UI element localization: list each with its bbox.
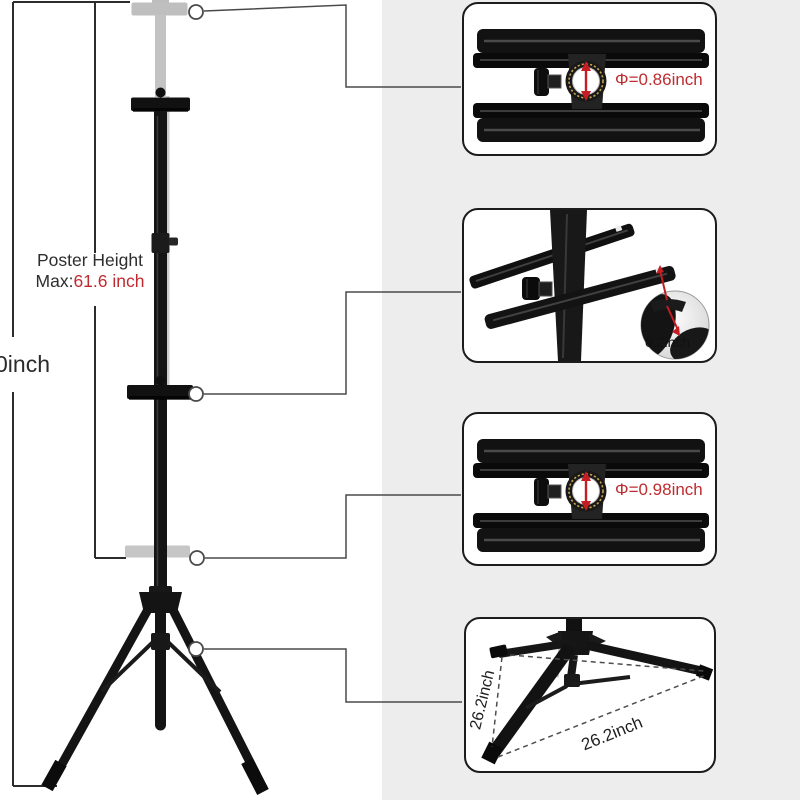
- crossbar-graphic: [469, 210, 710, 361]
- detail-panel-top-clamp: Φ=0.86inch: [462, 2, 717, 156]
- top-clamp-graphic: [473, 29, 709, 142]
- crossbar-gap-label: 0.2inch: [645, 334, 691, 350]
- base-dimension-dashes: [491, 654, 707, 758]
- top-clamp-diameter-label: Φ=0.86inch: [615, 70, 703, 89]
- tripod-base-graphic: [481, 619, 714, 765]
- detail-panel-tripod-base: 26.2inch 26.2inch: [464, 617, 716, 773]
- magnifier-circle: [640, 265, 710, 360]
- front-left-foot: [481, 741, 503, 765]
- adjustment-knob: [151, 233, 178, 253]
- bottom-clamp-graphic: [473, 439, 709, 552]
- callout-line-bottom-clamp: [205, 494, 461, 559]
- diameter-arrow: [581, 471, 591, 511]
- callout-line-crossbar: [204, 291, 461, 395]
- stand-pole: [127, 87, 193, 595]
- total-height-label: 0inch: [0, 351, 50, 377]
- callout-dot-top-clamp: [188, 4, 204, 20]
- detail-panel-crossbar: 5.9 inch 0.2inch: [462, 208, 717, 363]
- clamp-knob-icon: [534, 68, 562, 96]
- poster-height-line2: Max:61.6 inch: [35, 271, 145, 291]
- clamp-knob-icon: [534, 478, 562, 506]
- dimension-line-total: [12, 1, 130, 787]
- dimension-line-poster: [94, 2, 126, 559]
- left-foot: [41, 759, 67, 792]
- right-foot: [241, 758, 269, 795]
- callout-dot-crossbar: [188, 386, 204, 402]
- callout-dot-tripod: [188, 641, 204, 657]
- detail-panel-bottom-clamp: Φ=0.98inch: [462, 412, 717, 566]
- pole-closeup: [550, 210, 587, 361]
- poster-gripper-top: [131, 97, 190, 112]
- crossbar-knob-icon: [522, 277, 553, 300]
- clamp-ball-middle: [155, 375, 166, 386]
- diameter-arrow: [581, 61, 591, 101]
- callout-dot-bottom-clamp: [189, 550, 205, 566]
- clamp-ball-top: [155, 87, 166, 98]
- front-left-leg: [486, 643, 576, 759]
- back-left-leg: [498, 638, 578, 658]
- poster-gripper-middle: [127, 385, 193, 400]
- callout-line-top-clamp: [203, 4, 461, 88]
- gripper-bars-graphic: [473, 29, 709, 142]
- upper-crossbar: [469, 223, 635, 289]
- tripod-legs: [41, 586, 269, 795]
- right-leg: [585, 640, 707, 677]
- poster-height-label: Poster Height Max:61.6 inch: [28, 250, 152, 292]
- callout-line-tripod: [204, 648, 462, 703]
- back-left-foot: [489, 644, 508, 659]
- poster-height-line1: Poster Height: [36, 250, 144, 270]
- bottom-clamp-diameter-label: Φ=0.98inch: [615, 480, 703, 499]
